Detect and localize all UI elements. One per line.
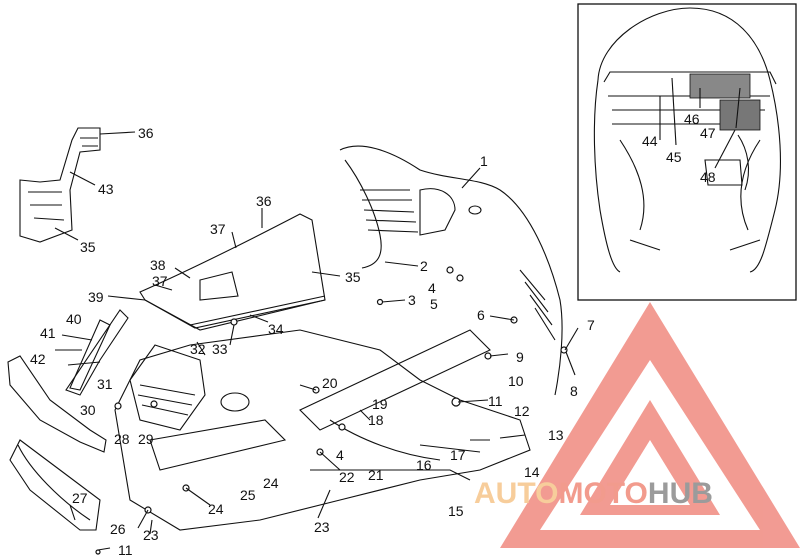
- callout-36a: 36: [138, 125, 154, 141]
- watermark-text-hub: HUB: [648, 477, 713, 510]
- callout-23b: 23: [143, 527, 159, 543]
- callout-12: 12: [514, 403, 530, 419]
- callout-47: 47: [700, 125, 716, 141]
- callout-35b: 35: [80, 239, 96, 255]
- callout-45: 45: [666, 149, 682, 165]
- callout-27: 27: [72, 490, 88, 506]
- callout-29: 29: [138, 431, 154, 447]
- callout-10: 10: [508, 373, 524, 389]
- callout-30: 30: [80, 402, 96, 418]
- watermark-text-auto: AUTO: [474, 477, 558, 510]
- callout-39: 39: [88, 289, 104, 305]
- callout-44: 44: [642, 133, 658, 149]
- callout-25: 25: [240, 487, 256, 503]
- callout-32: 32: [190, 341, 206, 357]
- main-hood-assembly: [7, 145, 563, 531]
- callout-31: 31: [97, 376, 113, 392]
- callout-22: 22: [339, 469, 355, 485]
- callout-48: 48: [700, 169, 716, 185]
- callout-7: 7: [587, 317, 595, 333]
- callout-42: 42: [30, 351, 46, 367]
- watermark-text-moto: MOTO: [558, 477, 647, 510]
- watermark: AUTOMOTOHUB: [474, 302, 800, 548]
- callout-11: 11: [488, 393, 503, 409]
- callout-21: 21: [368, 467, 384, 483]
- callout-13: 13: [548, 427, 564, 443]
- callout-20: 20: [322, 375, 338, 391]
- callout-6: 6: [477, 307, 485, 323]
- bracket-detail: [19, 127, 136, 243]
- leader-lines: [55, 167, 579, 551]
- callout-15: 15: [448, 503, 464, 519]
- callout-24b: 24: [208, 501, 224, 517]
- callout-4: 4: [428, 280, 436, 296]
- callout-5: 5: [430, 296, 438, 312]
- callout-11b: 11: [118, 542, 133, 556]
- callout-9: 9: [516, 349, 524, 365]
- callout-24a: 24: [263, 475, 279, 491]
- inset-detail-view: [577, 3, 797, 301]
- callout-37a: 37: [210, 221, 226, 237]
- callout-18: 18: [368, 412, 384, 428]
- callout-36b: 36: [256, 193, 272, 209]
- callout-3: 3: [408, 292, 416, 308]
- callout-40: 40: [66, 311, 82, 327]
- callout-37b: 37: [152, 273, 168, 289]
- callout-1: 1: [480, 153, 488, 169]
- callout-26: 26: [110, 521, 126, 537]
- callout-4b: 4: [336, 447, 344, 463]
- callout-38: 38: [150, 257, 166, 273]
- callout-19: 19: [372, 396, 388, 412]
- callout-33: 33: [212, 341, 228, 357]
- callout-34: 34: [268, 321, 284, 337]
- callout-46: 46: [684, 111, 700, 127]
- callout-labels: 1 2 3 4 5 6 7 8 9 10 11 12 13 14 15 16 1…: [30, 111, 716, 556]
- callout-41: 41: [40, 325, 56, 341]
- callout-8: 8: [570, 383, 578, 399]
- svg-text:AUTOMOTOHUB: AUTOMOTOHUB: [474, 477, 713, 510]
- hardware-points: [95, 266, 568, 555]
- callout-23a: 23: [314, 519, 330, 535]
- callout-14: 14: [524, 464, 540, 480]
- callout-17: 17: [450, 447, 466, 463]
- callout-16: 16: [416, 457, 432, 473]
- callout-43: 43: [98, 181, 114, 197]
- callout-35a: 35: [345, 269, 361, 285]
- callout-28: 28: [114, 431, 130, 447]
- callout-2: 2: [420, 258, 428, 274]
- triangle-logo-icon: [500, 302, 800, 548]
